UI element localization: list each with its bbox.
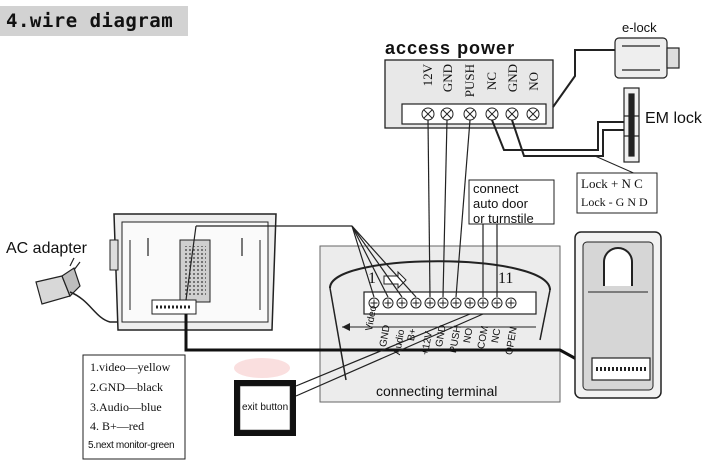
ac-adapter-device xyxy=(35,257,81,305)
ac-adapter-label: AC adapter xyxy=(6,240,87,257)
em-lock-wire-nc xyxy=(491,119,624,151)
em-lock-wire-gnd xyxy=(511,119,624,157)
terminal-label-gnd-a: GND xyxy=(378,324,393,348)
connect-note-1: connect xyxy=(473,181,519,196)
terminal-label-gnd-2: GND xyxy=(505,64,520,93)
e-lock-device xyxy=(614,37,680,79)
power-to-terminal-wires xyxy=(427,119,498,298)
terminal-label-nc: NC xyxy=(484,72,499,91)
terminal-label-push-b: PUSH xyxy=(448,324,464,354)
terminal-strip xyxy=(363,291,537,315)
monitor-wiring-4: 4. B+—red xyxy=(90,419,145,433)
terminal-label-push: PUSH xyxy=(462,64,477,98)
terminal-screws xyxy=(368,297,517,309)
outdoor-unit xyxy=(574,231,662,399)
terminal-panel xyxy=(319,245,561,403)
connecting-terminal-caption: connecting terminal xyxy=(376,383,498,399)
watermark-mark xyxy=(234,358,290,378)
terminal-end-number: 11 xyxy=(498,270,514,287)
access-power-terminal-labels: 12V GND PUSH NC GND NO xyxy=(420,64,544,104)
section-title: 4.wire diagram xyxy=(0,6,188,36)
access-power-screws xyxy=(421,107,540,121)
terminal-label-12v: 12V xyxy=(420,64,435,87)
terminal-label-audio: Audio xyxy=(392,328,408,356)
monitor-to-terminal-wires xyxy=(185,225,417,301)
em-lock-device xyxy=(623,87,640,163)
indoor-monitor xyxy=(109,213,277,331)
exit-button-label: exit button xyxy=(242,402,289,413)
connect-note-3: or turnstile xyxy=(473,211,534,226)
terminal-bracket-arc xyxy=(329,260,551,291)
terminal-label-nc-b: NC xyxy=(490,327,504,344)
access-power-label: access power xyxy=(385,38,516,58)
monitor-wiring-2: 2.GND—black xyxy=(90,380,163,394)
monitor-wiring-1: 1.video—yellow xyxy=(90,360,171,374)
terminal-label-open: OPEN xyxy=(504,326,520,356)
terminal-label-no-b: NO xyxy=(462,327,476,344)
terminal-label-gnd: GND xyxy=(440,64,455,93)
connect-note-2: auto door xyxy=(473,196,528,211)
monitor-wiring-5: 5.next monitor-green xyxy=(88,440,175,451)
terminal-start-number: 1 xyxy=(368,270,376,287)
em-lock-label: EM lock xyxy=(645,110,702,127)
exit-button-wire-a xyxy=(295,313,471,387)
em-lock-note-2: Lock - G N D xyxy=(581,195,648,209)
terminal-label-bplus: B+ xyxy=(406,327,420,342)
terminal-start-arrow xyxy=(383,270,407,290)
ac-adapter-cable xyxy=(69,291,118,323)
e-lock-wire xyxy=(552,49,615,108)
monitor-wiring-box xyxy=(82,354,186,460)
terminal-label-no: NO xyxy=(526,72,541,91)
exit-button-wire-b xyxy=(295,313,484,397)
terminal-label-gnd-b: GND xyxy=(434,324,449,348)
monitor-wiring-3: 3.Audio—blue xyxy=(90,400,162,414)
em-lock-note-box xyxy=(576,172,658,214)
connect-note-box xyxy=(468,179,555,225)
em-lock-note-1: Lock + N C xyxy=(581,176,643,191)
terminal-label-12v-b: +12V xyxy=(420,330,435,356)
terminal-label-com: COM xyxy=(476,325,491,350)
e-lock-label: e-lock xyxy=(622,20,657,35)
terminal-labels: Video GND Audio B+ +12V GND PUSH NO COM … xyxy=(360,305,550,374)
